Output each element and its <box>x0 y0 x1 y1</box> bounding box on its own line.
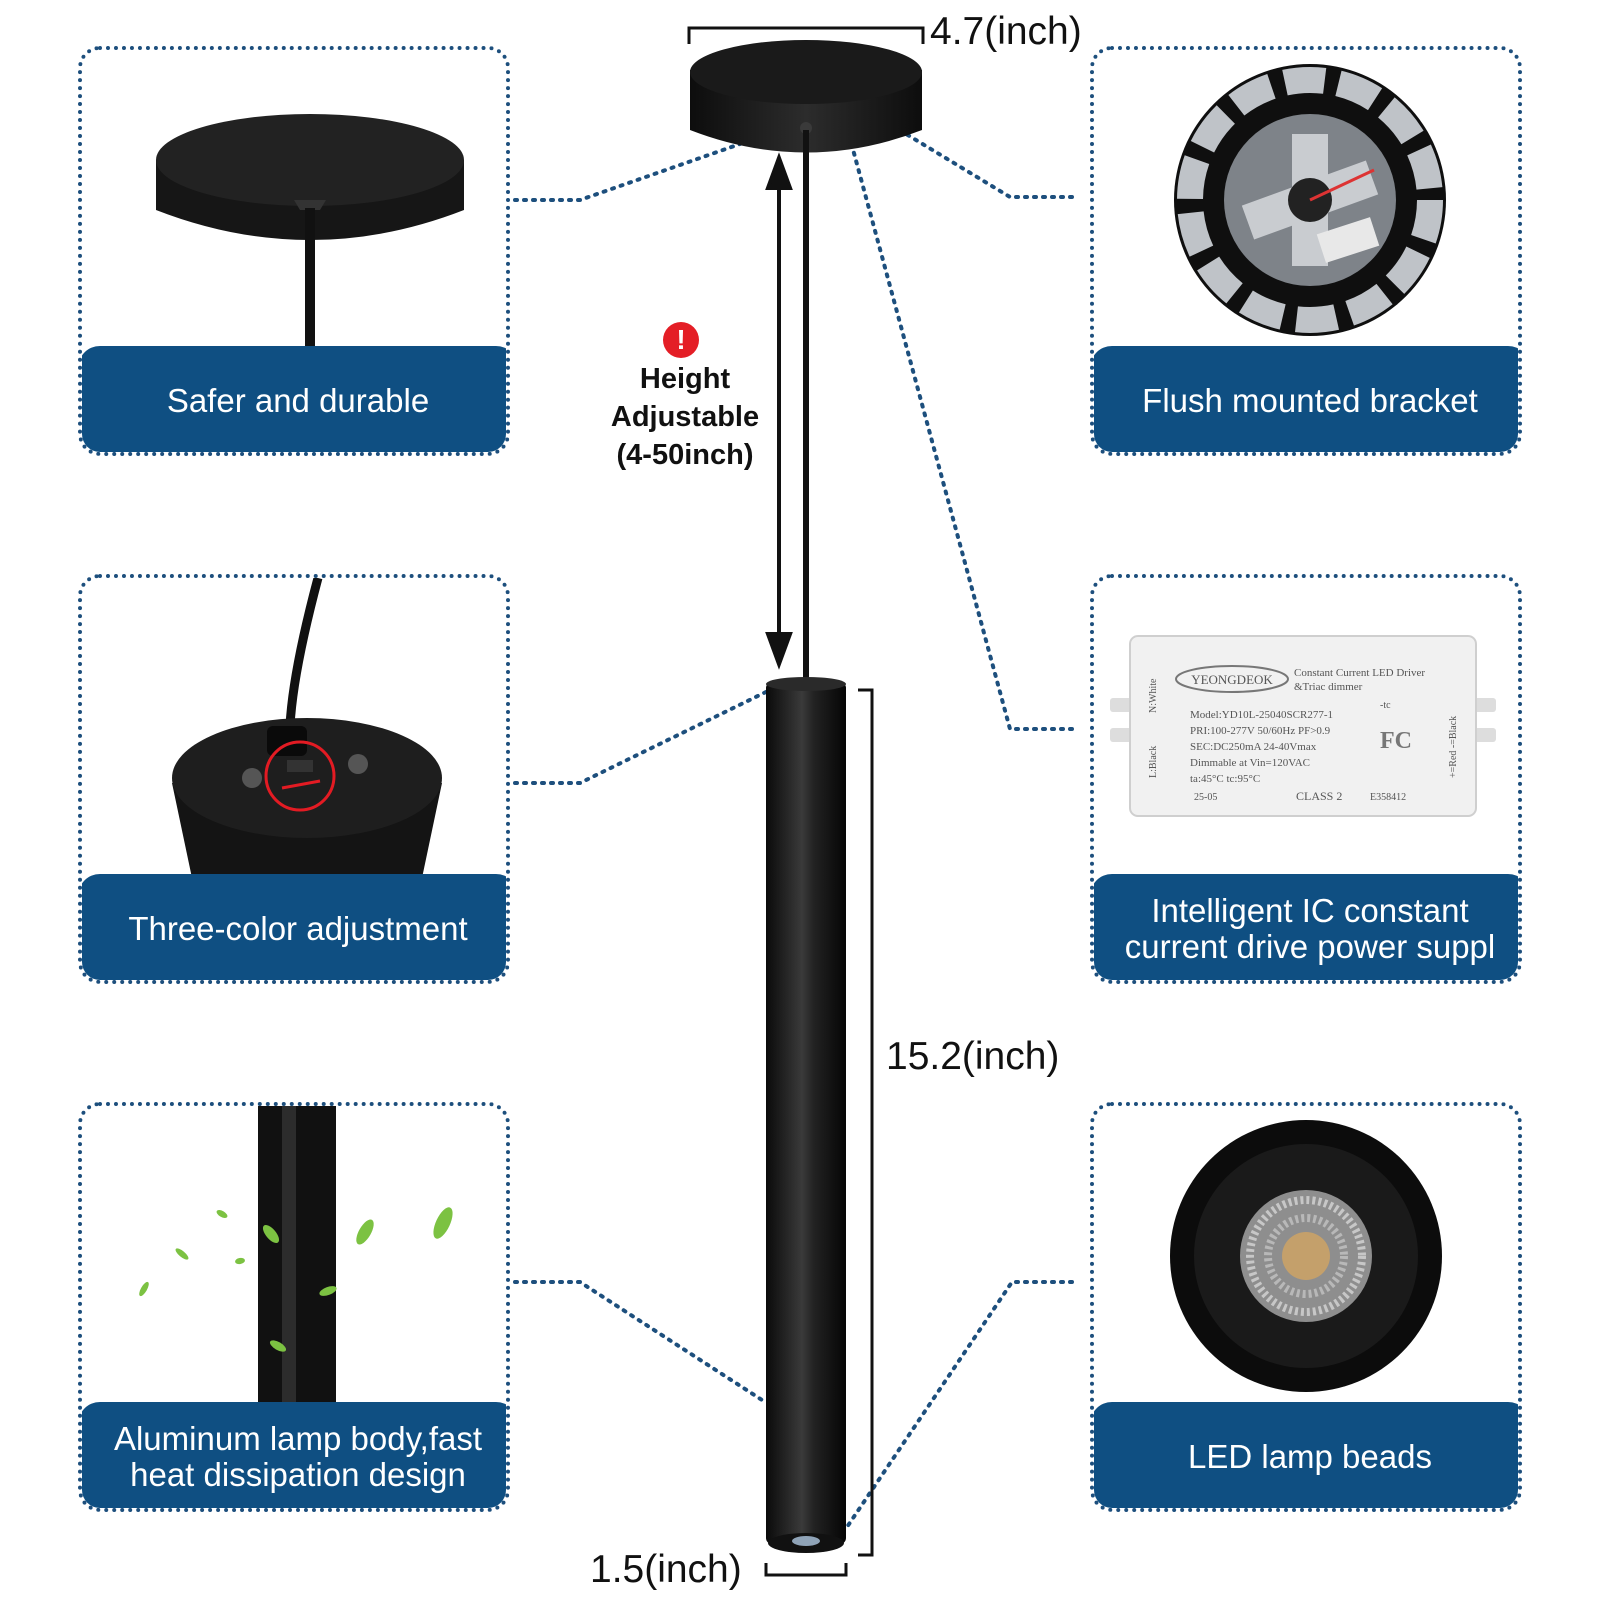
panel-label: Three-color adjustment <box>82 874 506 980</box>
led-driver-image: YEONGDEOK Constant Current LED Driver &T… <box>1110 635 1496 817</box>
lamp-body-leaves-image <box>139 1106 453 1416</box>
driver-tc: -tc <box>1380 700 1391 711</box>
driver-title2: &Triac dimmer <box>1294 681 1363 693</box>
driver-model: Model:YD10L-25040SCR277-1 <box>1190 709 1333 721</box>
panel-label: Flush mounted bracket <box>1094 346 1518 452</box>
panel-label: Safer and durable <box>82 346 506 452</box>
driver-fc-mark: FC <box>1380 728 1412 754</box>
driver-temps: ta:45°C tc:95°C <box>1190 773 1260 785</box>
lamp-tube <box>766 677 846 1553</box>
panel-flush-bracket: Flush mounted bracket <box>1090 46 1522 456</box>
driver-black: L:Black <box>1148 746 1159 778</box>
tube-length-label: 15.2(inch) <box>886 1035 1060 1078</box>
height-adjustable-note: Height Adjustable (4-50inch) <box>600 360 770 474</box>
driver-dimmable: Dimmable at Vin=120VAC <box>1190 757 1310 769</box>
tube-length-dimension <box>858 688 874 1557</box>
panel-led-beads: LED lamp beads <box>1090 1102 1522 1512</box>
panel-label: LED lamp beads <box>1094 1402 1518 1508</box>
driver-code: 25-05 <box>1194 792 1217 803</box>
leaf-icon <box>139 1207 453 1352</box>
height-arrow <box>765 152 793 670</box>
driver-title1: Constant Current LED Driver <box>1294 667 1425 679</box>
ceiling-canopy-image <box>156 114 464 358</box>
panel-aluminum: Aluminum lamp body,fast heat dissipation… <box>78 1102 510 1512</box>
panel-label: Aluminum lamp body,fast heat dissipation… <box>82 1402 506 1508</box>
panel-driver: YEONGDEOK Constant Current LED Driver &T… <box>1090 574 1522 984</box>
driver-sec: SEC:DC250mA 24-40Vmax <box>1190 741 1317 753</box>
ceiling-canopy <box>690 40 922 153</box>
height-line2: Adjustable <box>610 401 760 433</box>
mounting-bracket-image <box>1174 64 1446 336</box>
driver-pri: PRI:100-277V 50/60Hz PF>0.9 <box>1190 725 1331 737</box>
driver-brand: YEONGDEOK <box>1191 672 1273 687</box>
color-switch-image <box>172 578 442 878</box>
panel-three-color: Three-color adjustment <box>78 574 510 984</box>
tube-diameter-label: 1.5(inch) <box>590 1548 742 1591</box>
driver-white: N:White <box>1148 678 1159 713</box>
canopy-width-dimension <box>687 26 925 44</box>
height-line1: Height <box>639 363 731 395</box>
driver-cert: E358412 <box>1370 792 1406 803</box>
driver-class: CLASS 2 <box>1296 789 1342 803</box>
driver-right-label: +=Red -=Black <box>1448 716 1459 778</box>
connector-lines <box>513 98 1074 1532</box>
height-line3: (4-50inch) <box>616 439 754 471</box>
canopy-width-label: 4.7(inch) <box>930 10 1082 53</box>
tube-diameter-dimension <box>764 1563 848 1577</box>
panel-label: Intelligent IC constant current drive po… <box>1094 874 1518 980</box>
panel-safer-durable: Safer and durable <box>78 46 510 456</box>
warning-icon: ! <box>663 322 699 358</box>
led-bead-image <box>1170 1120 1442 1392</box>
